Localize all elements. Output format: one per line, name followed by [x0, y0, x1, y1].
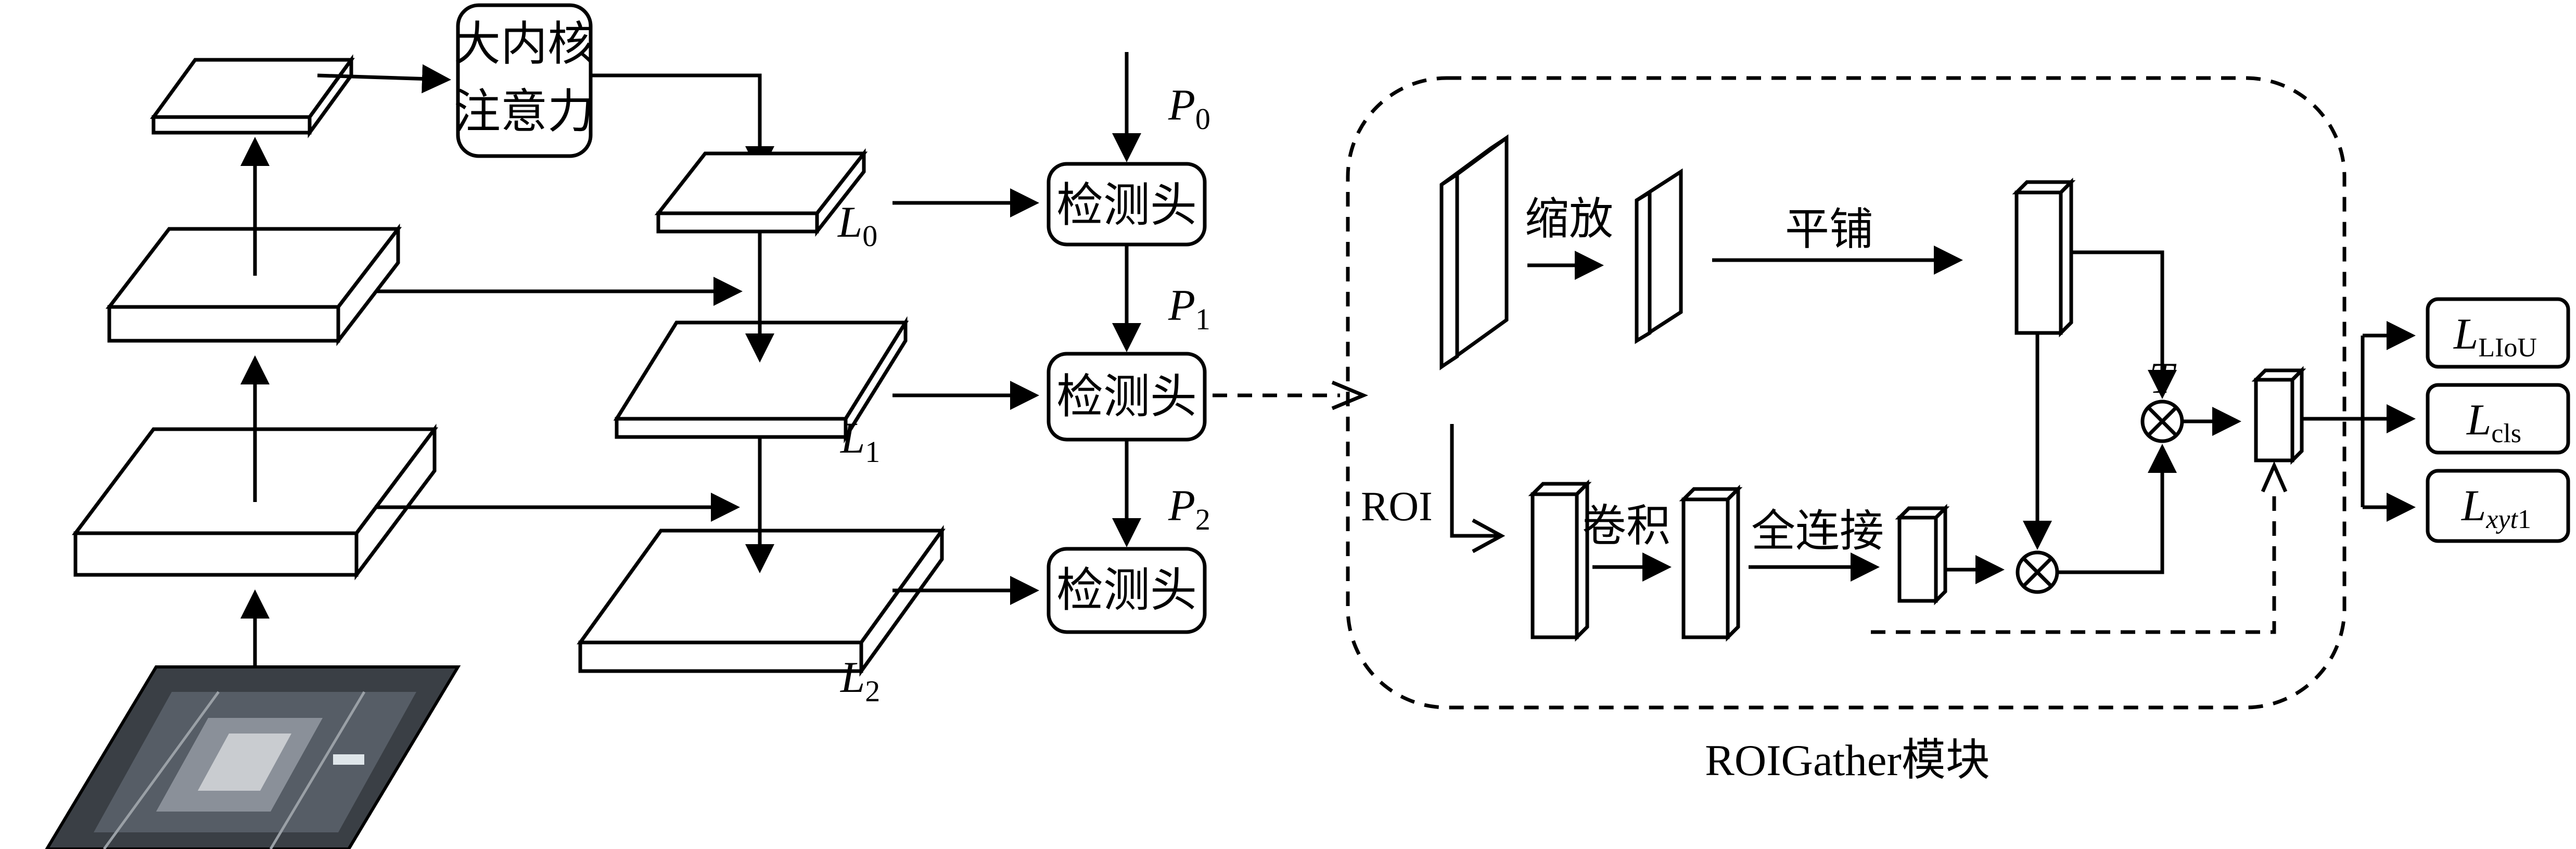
detection-head-0-label: 检测头: [1056, 178, 1197, 233]
dashed-skip-to-output: [1871, 486, 2276, 634]
loss-cls-box: Lcls: [2426, 383, 2570, 455]
tile-label: 平铺: [1785, 204, 1873, 255]
roi-label: ROI: [1361, 484, 1433, 530]
detection-head-1-label: 检测头: [1056, 369, 1197, 424]
multiply-node-upper: [2140, 400, 2184, 443]
loss-liou-box: LLIoU: [2426, 297, 2570, 369]
fpn-feature-l2: [577, 525, 946, 677]
input-image: [45, 665, 461, 849]
label-l2: L2: [840, 653, 880, 708]
backbone-feature-c3: [72, 423, 438, 581]
roigather-caption: ROIGather模块: [1705, 736, 1990, 785]
loss-xyt-box: Lxyt1: [2426, 469, 2570, 543]
detection-head-0: 检测头: [1047, 162, 1207, 247]
backbone-feature-c5: [150, 54, 355, 138]
roi-input-arrowhead: [1472, 518, 1506, 554]
scaled-feature: [1635, 168, 1683, 344]
dashed-skip-arrowhead: [2261, 461, 2288, 493]
loss-xyt-label: Lxyt1: [2461, 481, 2531, 534]
detection-head-2-label: 检测头: [1056, 563, 1197, 618]
loss-cls-label: Lcls: [2466, 395, 2521, 448]
detection-head-2: 检测头: [1047, 547, 1207, 634]
fpn-feature-l0: [654, 148, 868, 237]
arrow-mult-lower-to-upper: [2058, 444, 2177, 574]
attention-label-line2: 注意力: [454, 84, 594, 139]
large-kernel-attention-box: 大内核 注意力: [454, 3, 594, 158]
roi-input-line: [1450, 424, 1499, 538]
arrow-attention-to-l0: [591, 73, 774, 175]
dashed-link-arrowhead: [1331, 380, 1369, 410]
fc-feature: [1895, 504, 1950, 606]
transpose-label: T: [2149, 354, 2177, 403]
label-p1: P1: [1168, 281, 1210, 336]
arrow-c5-to-attention: [317, 64, 451, 94]
conv-feature: [1679, 484, 1743, 642]
label-p2: P2: [1168, 481, 1210, 536]
loss-liou-label: LLIoU: [2453, 310, 2537, 363]
roi-feature: [1528, 479, 1592, 642]
fpn-feature-l1: [613, 316, 909, 444]
tiled-feature: [2012, 177, 2076, 338]
roigather-input-feature: [1439, 134, 1509, 370]
conv-label: 卷积: [1582, 500, 1670, 552]
multiply-node-lower: [2016, 550, 2059, 594]
scale-label: 缩放: [1525, 194, 1613, 245]
fc-label: 全连接: [1751, 506, 1884, 557]
attention-label-line1: 大内核: [454, 17, 594, 71]
label-p0: P0: [1168, 81, 1210, 136]
label-l1: L1: [840, 414, 880, 469]
arrow-tiled-to-mult-upper: [2071, 250, 2177, 399]
roigather-output-feature: [2251, 366, 2306, 465]
detection-head-1: 检测头: [1047, 352, 1207, 442]
label-l0: L0: [837, 198, 877, 253]
roigather-module-border: [1346, 76, 2347, 710]
